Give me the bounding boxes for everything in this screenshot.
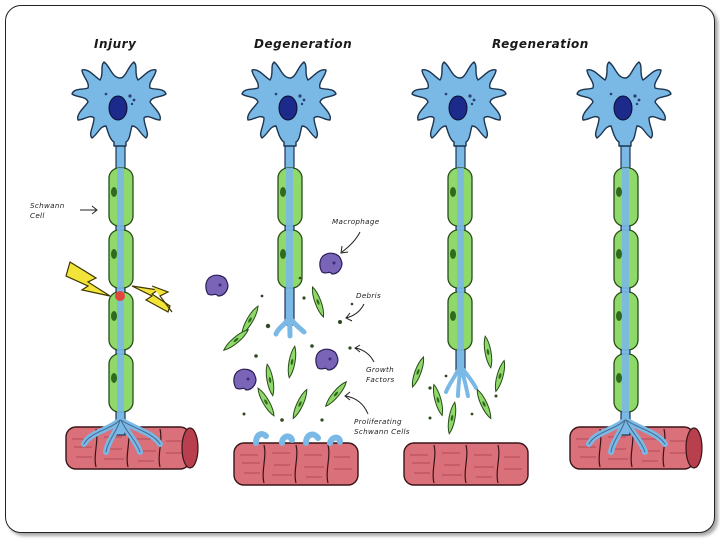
arrow-icon [344,391,369,415]
muscle-fiber [403,442,529,486]
label-schwann-cell-2: Cell [30,211,45,220]
proliferating-schwann-cell [445,401,459,435]
proliferating-schwann-cell [474,387,494,421]
arrow-icon [340,231,361,254]
proliferating-schwann-cell [263,363,277,397]
proliferating-schwann-cell [322,379,350,409]
proliferating-schwann-cell [430,383,446,417]
neuron-regenerating [403,61,529,486]
injury-site [115,291,125,301]
lightning-bolt-icon [131,285,171,313]
label-macrophage: Macrophage [332,217,380,226]
cell-body [411,61,507,147]
proliferating-schwann-cell [409,355,427,389]
cell-body [241,61,337,147]
macrophage [205,274,229,297]
label-growth-factors-2: Factors [366,375,395,384]
arrow-icon [345,303,365,322]
macrophage [315,348,339,371]
lightning-bolt-icon [65,261,111,297]
panel-title-injury: Injury [94,37,137,51]
label-growth-factors: Growth [366,365,394,374]
proliferating-schwann-cell [221,326,251,354]
macrophage [319,252,343,275]
proliferating-schwann-cell [309,285,327,319]
proliferating-schwann-cell [238,304,262,336]
neuron-degeneration [205,61,359,486]
label-schwann-cell: Schwann [30,201,65,210]
panel-title-regeneration: Regeneration [492,37,589,51]
cell-body [71,61,167,147]
muscle-fiber-end [685,427,703,469]
proliferating-schwann-cell [285,345,299,379]
macrophage [233,368,257,391]
muscle-fiber-end [181,427,199,469]
proliferating-schwann-cell [481,335,495,369]
label-debris: Debris [356,291,381,300]
cell-body [576,61,672,147]
muscle-fiber [233,442,359,486]
debris [242,276,354,422]
panel-title-degeneration: Degeneration [254,37,352,51]
debris [428,374,498,420]
arrow-icon [80,205,98,215]
neuron-injury [65,61,199,470]
proliferating-schwann-cell [290,387,310,421]
neuron-regenerated [569,61,703,470]
proliferating-schwann-cell [492,359,508,393]
arrow-icon [354,344,375,363]
label-proliferating-schwann-cells-2: Schwann Cells [354,427,410,436]
label-proliferating-schwann-cells: Proliferating [354,417,402,426]
